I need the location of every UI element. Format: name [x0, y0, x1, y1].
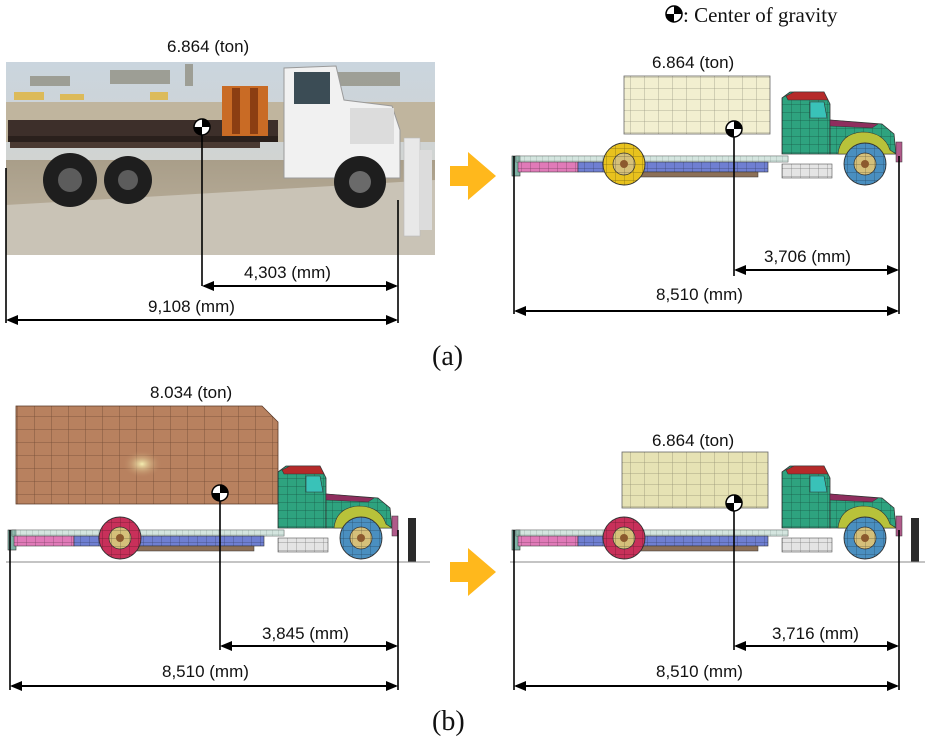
barrier-post [911, 518, 919, 562]
total-length-label: 8,510 (mm) [656, 285, 743, 304]
caption-a: (a) [432, 341, 463, 372]
cg-distance-label: 3,845 (mm) [262, 624, 349, 643]
panel-b-model-modified: 6.864 (ton) 3,716 (mm) 8,510 (mm) [510, 431, 925, 691]
panel-a-photo: 6.864 (ton) [5, 37, 435, 325]
truck-photo [6, 62, 435, 255]
mass-label: 8.034 (ton) [150, 383, 232, 402]
cg-distance-label: 3,716 (mm) [772, 624, 859, 643]
total-length-label: 8,510 (mm) [656, 662, 743, 681]
cg-distance-label: 3,706 (mm) [764, 247, 851, 266]
transition-arrow-b [450, 548, 496, 596]
transition-arrow-a [450, 152, 496, 200]
mass-label: 6.864 (ton) [652, 431, 734, 450]
mass-label: 6.864 (ton) [652, 53, 734, 72]
center-of-gravity-marker [725, 120, 743, 138]
total-length-label: 9,108 (mm) [148, 297, 235, 316]
mass-label: 6.864 (ton) [167, 37, 249, 56]
center-of-gravity-marker [211, 484, 229, 502]
legend-text: : Center of gravity [683, 3, 838, 27]
legend: : Center of gravity [665, 3, 838, 27]
center-of-gravity-marker [193, 118, 211, 136]
center-of-gravity-icon [665, 5, 683, 23]
barrier-post [408, 518, 416, 562]
panel-b-model-original: 8.034 (ton) 3,845 (mm) 8,510 (mm) [6, 383, 430, 691]
caption-b: (b) [432, 706, 465, 737]
cg-distance-label: 4,303 (mm) [244, 263, 331, 282]
total-length-label: 8,510 (mm) [162, 662, 249, 681]
center-of-gravity-marker [725, 494, 743, 512]
panel-a-model: 6.864 (ton) 3,706 (mm) 8,510 (mm) [511, 53, 903, 316]
